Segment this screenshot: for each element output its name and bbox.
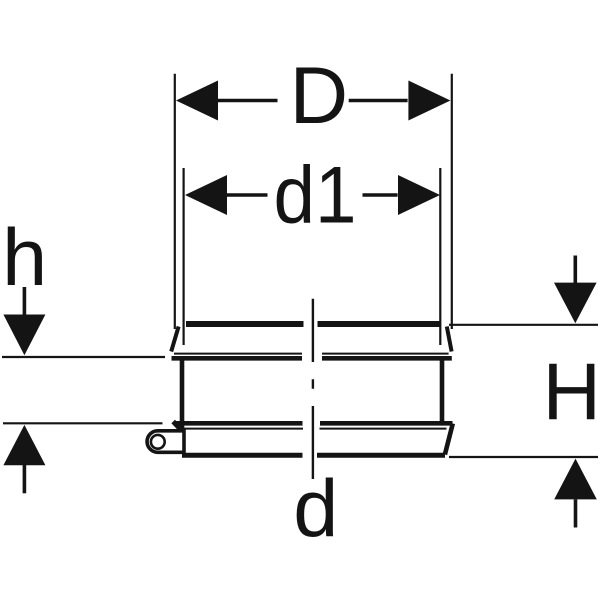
extension-lines [2, 73, 598, 459]
dimension-H [554, 255, 597, 528]
arrow-D-right [408, 80, 451, 121]
collar-chamfer-left [171, 419, 183, 432]
arrow-H-down [554, 282, 597, 324]
arrow-h-down [3, 314, 46, 356]
arrow-d1-left [185, 175, 227, 215]
label-outer-diameter-D: D [290, 51, 349, 141]
collar-chamfer-right [442, 422, 456, 456]
fitting-body-outline [145, 321, 456, 458]
dimension-d1 [185, 175, 440, 215]
neck-wall-right [444, 326, 454, 352]
label-total-height-H: H [542, 348, 600, 438]
dimension-h [3, 287, 46, 494]
label-upper-height-h: h [2, 213, 47, 303]
arrow-H-up [554, 458, 597, 500]
terminal-nub-face [149, 433, 167, 450]
neck-wall-left [169, 325, 181, 353]
label-inner-diameter-d1: d1 [274, 151, 357, 241]
dimension-D [176, 80, 451, 121]
arrow-d1-right [398, 175, 440, 215]
label-lower-diameter-d: d [293, 464, 338, 554]
arrow-h-up [3, 424, 46, 466]
arrow-D-left [176, 80, 218, 121]
